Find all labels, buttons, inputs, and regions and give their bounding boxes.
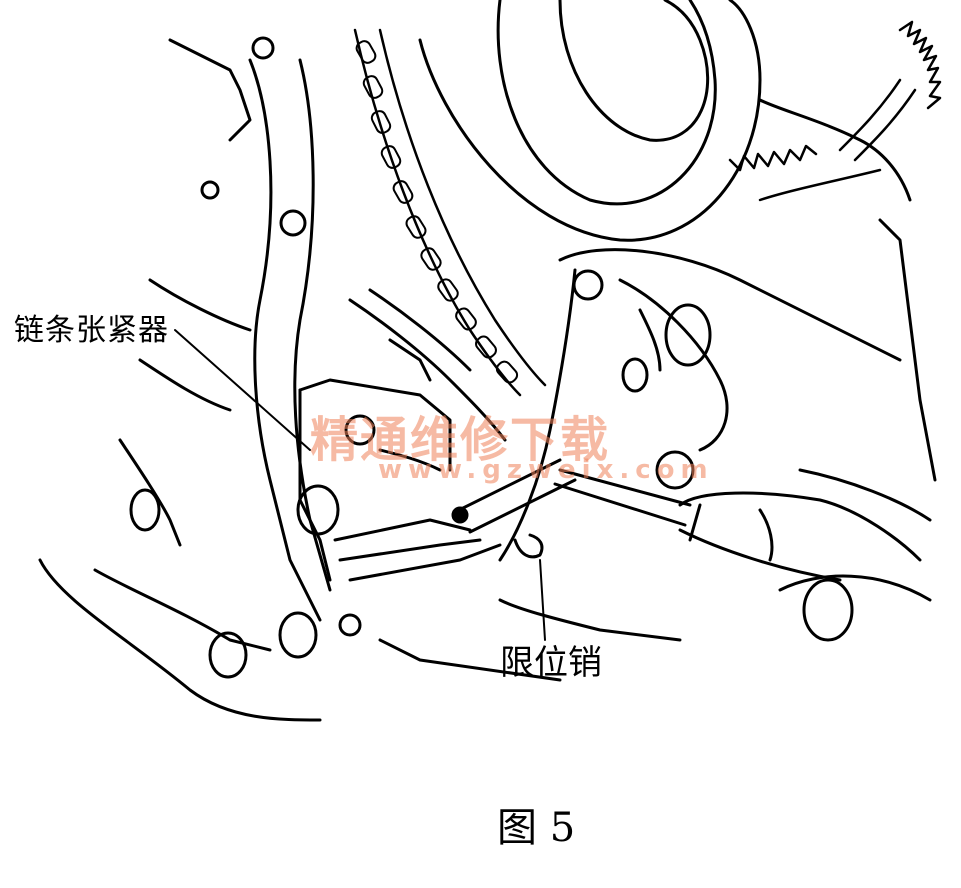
- screwdriver: [553, 468, 922, 582]
- stopper-pin: [451, 458, 577, 559]
- timing-chain: [353, 28, 917, 397]
- chain-tensioner: [296, 378, 502, 582]
- tensioner-guide: [348, 288, 507, 442]
- leader-lines: [174, 329, 546, 641]
- oil-pump-housing: [378, 218, 937, 682]
- tensioner-leader: [174, 329, 311, 451]
- stopper-pin-label: 限位销: [500, 643, 602, 683]
- tensioner-label: 链条张紧器: [14, 313, 169, 348]
- watermark-name: 精通维修下载: [310, 412, 611, 468]
- crank-gear-teeth: [728, 20, 942, 202]
- pin-leader: [539, 559, 546, 641]
- figure-caption: 图 5: [497, 805, 576, 851]
- timing-cover: [38, 36, 362, 722]
- camshaft-sprocket: [418, 0, 912, 242]
- watermark-url: www.gzweix.com: [378, 455, 714, 485]
